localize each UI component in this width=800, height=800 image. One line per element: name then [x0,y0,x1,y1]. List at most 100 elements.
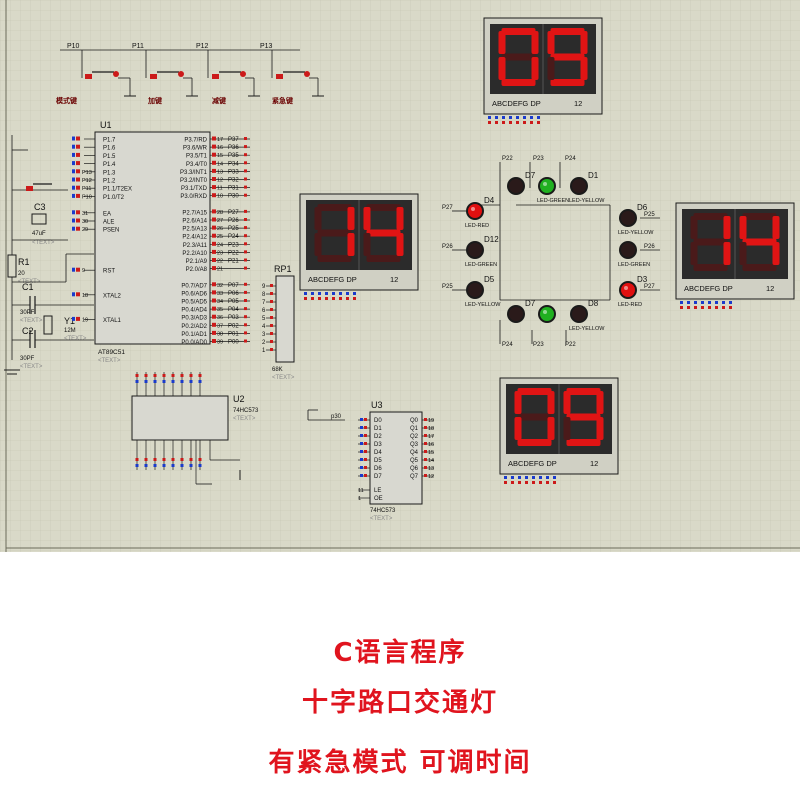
pin-marker [546,476,549,479]
segment-d [742,264,777,271]
mcu-net-label: P24 [228,234,239,240]
mcu-body [94,131,211,345]
mcu-pin-name: P3.2/INT0 [180,178,208,184]
mcu-pin-number: 13 [217,169,223,175]
pin-marker [424,458,427,461]
u3-d-pin: D0 [374,418,382,424]
pin-marker [708,301,711,304]
pin-marker [212,152,216,157]
pin-marker [162,374,166,377]
button-p13[interactable]: P13 紧急键 [260,43,324,105]
mcu-pin-name: P2.6/A14 [182,219,207,225]
rp1-pin-number: 6 [262,308,266,314]
button-p10[interactable]: P10 模式键 [56,43,136,105]
c1-ref: C1 [22,282,34,292]
pin-marker [504,476,507,479]
mcu-pin-number: 30 [82,219,88,225]
reset-button-contact[interactable] [26,186,33,191]
pin-marker [171,458,175,461]
led-net-label: P26 [644,244,655,250]
display-segment-label: ABCDEFG DP [684,284,733,293]
pin-marker [76,218,80,223]
latch-u2[interactable]: U2 74HC573 <TEXT> [131,372,259,485]
pin-marker [546,481,549,484]
led-glint [543,310,547,314]
pin-marker [72,144,75,149]
led-lens [621,283,635,297]
pin-marker [212,290,216,295]
mcu-pin-name: P0.7/AD7 [181,283,207,289]
pin-marker [424,434,427,437]
pin-marker [72,193,75,198]
pin-marker [304,292,307,295]
pin-marker [511,476,514,479]
led-glint [543,182,547,186]
u2-body [131,395,229,441]
c3-ref: C3 [34,202,46,212]
pin-marker [318,292,321,295]
pin-marker [364,442,367,445]
pin-marker [708,306,711,309]
led-net-label: P23 [533,342,544,348]
mcu-net-label: P26 [228,218,239,224]
pin-marker [212,136,216,141]
led-ref: D3 [637,275,648,284]
pin-marker [212,144,216,149]
segment-b [580,31,588,54]
segment-b [596,391,604,414]
segment-g [742,238,777,246]
segment-e [739,242,747,265]
pin-marker [532,481,535,484]
segment-b [396,207,404,230]
segment-b [772,216,780,239]
mcu-pin-name: P3.6/WR [183,146,208,152]
pin-marker [144,374,148,377]
mcu-pin-number: 26 [217,226,223,232]
u3-ctrl-pin-number: 11 [358,488,364,494]
rp1-body [275,275,295,363]
pin-marker [680,306,683,309]
mcu-pin-name: P0.0/AD0 [181,340,207,346]
led-lens [572,307,586,321]
button-p12[interactable]: P12 减键 [196,43,260,105]
pin-marker [270,284,273,287]
pin-marker [244,307,247,311]
mcu-pin-name: P2.5/A13 [182,227,207,233]
text-placeholder: <TEXT> [32,240,55,246]
pin-marker [424,450,427,453]
mcu-pin-name: P2.4/A12 [182,235,207,241]
pin-marker [76,316,80,321]
pin-marker [212,193,216,198]
u3-d-pin: D1 [374,426,382,432]
button-p11[interactable]: P11 加键 [132,43,198,105]
mcu-pin-name: P3.5/T1 [186,154,208,160]
pin-marker [72,169,75,174]
mcu-net-label: P35 [228,153,239,159]
segment-e [314,233,322,256]
u3-part: 74HC573 [370,508,396,514]
segment-c [347,233,355,256]
segment-c [531,57,539,80]
segment-c [723,242,731,265]
mcu-pin-number: 32 [217,283,223,289]
pin-marker [72,185,75,190]
button-contact [85,74,92,79]
pin-marker [76,185,80,190]
mcu-net-label: P04 [228,307,239,313]
mcu-pin-number: 19 [82,317,88,323]
pin-marker [270,300,273,303]
mcu-pin-number: P13 [82,170,92,176]
pin-marker [270,348,273,351]
mcu-pin-number: 24 [217,242,223,248]
led-label: LED-RED [618,302,642,308]
pin-marker [424,466,427,469]
digit-units [739,213,780,271]
pin-marker [680,301,683,304]
